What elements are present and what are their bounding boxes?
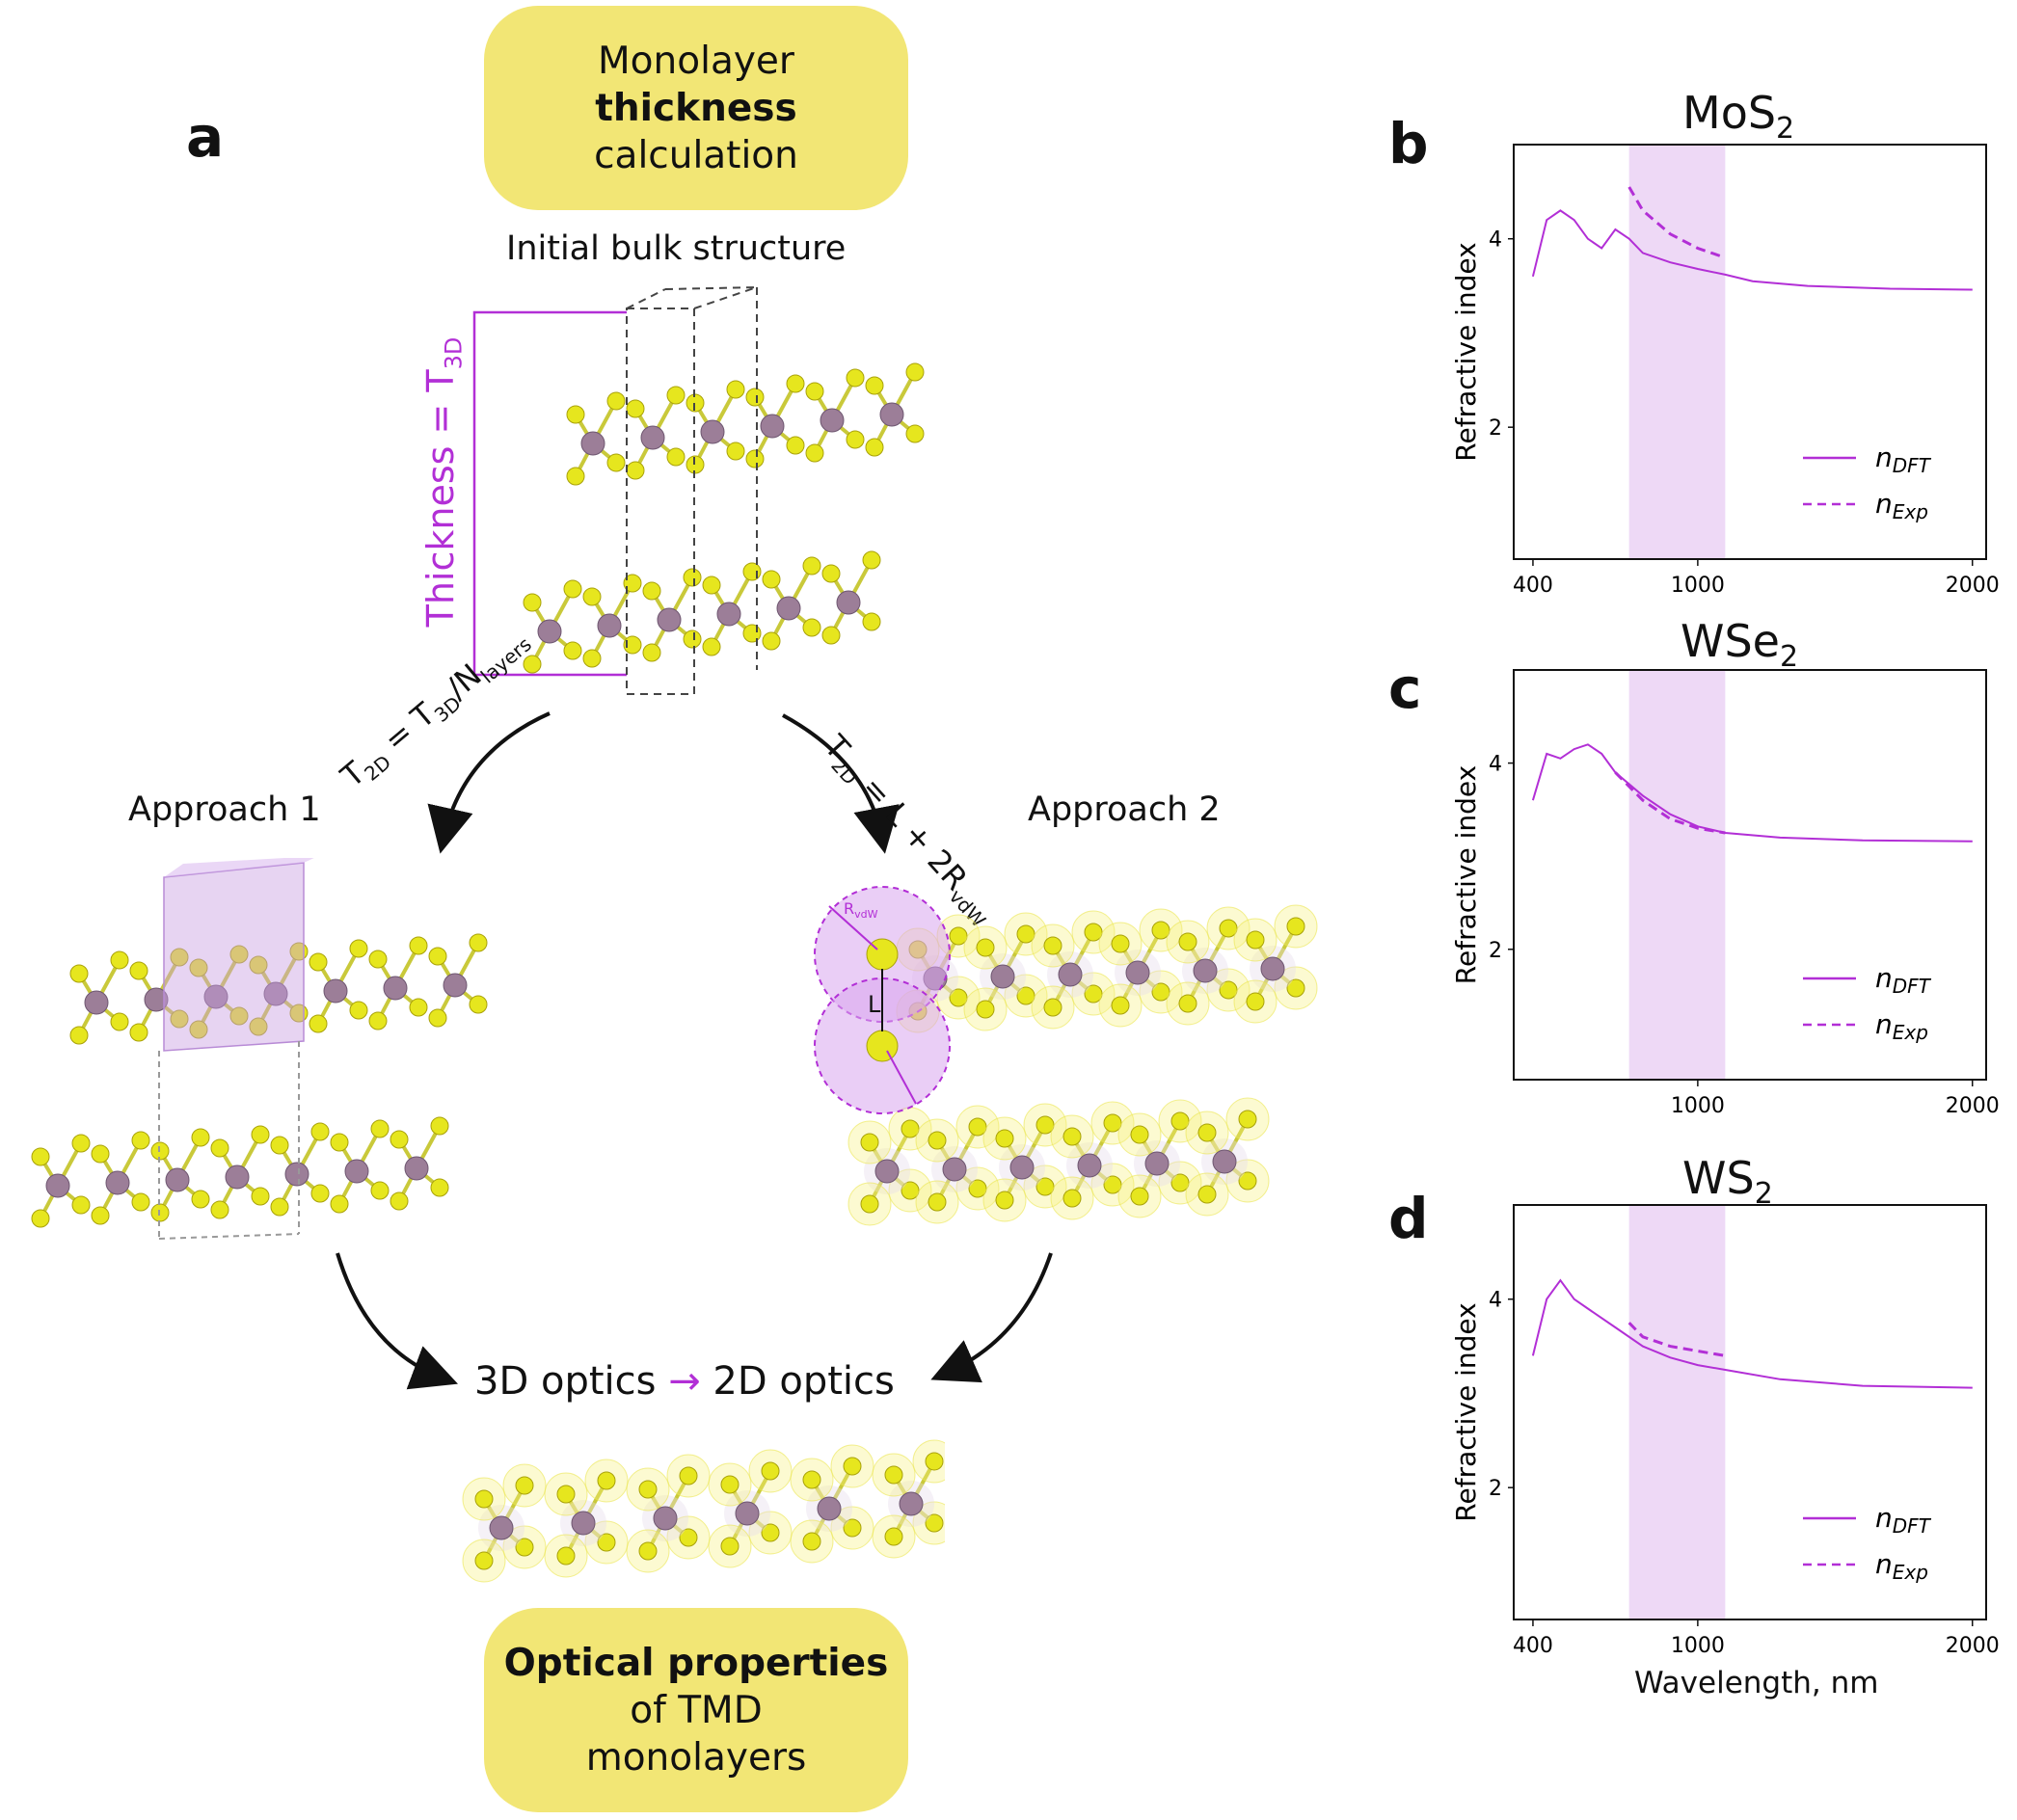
y-axis-label: Refractive index — [1450, 242, 1482, 461]
y-tick-label: 2 — [1489, 416, 1502, 441]
approach2-structure-image: RvdW L — [814, 886, 1318, 1226]
plot-frame — [1513, 669, 1987, 1081]
y-tick-label: 4 — [1489, 1289, 1502, 1313]
optics-2d-label: 2D optics — [713, 1359, 895, 1404]
panel-letter-d: d — [1388, 1186, 1429, 1251]
x-tick-label: 2000 — [1946, 1634, 2000, 1658]
thickness-bracket — [472, 310, 627, 677]
series-exp — [1614, 771, 1726, 835]
x-tick-label: 1000 — [1671, 574, 1725, 598]
l-label: L — [868, 991, 881, 1018]
chart-d-title: WS2 — [1682, 1152, 1773, 1212]
panel-letter-b: b — [1388, 111, 1429, 176]
bottom-pill-line3: monolayers — [585, 1735, 807, 1780]
legend-label-dft: nDFT — [1875, 1502, 1932, 1538]
y-axis-label: Refractive index — [1450, 1302, 1482, 1521]
rvdw-label: RvdW — [844, 899, 878, 921]
x-tick-label: 2000 — [1946, 574, 2000, 598]
x-tick-label: 400 — [1513, 1634, 1553, 1658]
monolayer-cell-highlight — [163, 858, 314, 1052]
approach1-structure-image — [31, 858, 488, 1240]
arrow-to-approach1 — [427, 711, 551, 854]
bulk-structure-image — [523, 286, 925, 695]
plot-frame — [1513, 1204, 1987, 1620]
chart-c: 4 2 1000 2000 Refractive index nDFT nExp — [1450, 669, 2000, 1118]
legend-label-exp: nExp — [1875, 1008, 1928, 1044]
top-pill-line1: Monolayer — [598, 39, 794, 83]
bottom-pill-line2: of TMD — [630, 1688, 763, 1732]
series-dft — [1531, 209, 1973, 291]
y-tick-label: 2 — [1489, 1477, 1502, 1501]
y-tick-label: 4 — [1489, 228, 1502, 253]
optics-3d-label: 3D optics — [474, 1359, 657, 1404]
monolayer-structure-image — [462, 1439, 945, 1583]
y-tick-label: 4 — [1489, 753, 1502, 777]
y-axis-label: Refractive index — [1450, 765, 1482, 984]
series-exp — [1627, 186, 1726, 259]
approach1-label: Approach 1 — [128, 790, 321, 829]
x-tick-label: 400 — [1513, 574, 1553, 598]
chart-c-title: WSe2 — [1681, 615, 1799, 675]
initial-structure-label: Initial bulk structure — [506, 229, 847, 268]
chart-b: 4 2 400 1000 2000 Refractive index nDFT nExp — [1450, 144, 2000, 598]
legend-label-dft: nDFT — [1875, 442, 1932, 477]
x-tick-label: 1000 — [1671, 1634, 1725, 1658]
top-pill: Monolayer thickness calculation — [484, 6, 908, 210]
series-dft — [1531, 743, 1973, 843]
vdw-sphere-annotation — [814, 886, 951, 1114]
visible-range-band — [1628, 670, 1726, 1080]
plot-frame — [1513, 144, 1987, 560]
optics-conversion: 3D optics → 2D optics — [474, 1359, 895, 1404]
visible-range-band — [1628, 145, 1726, 559]
series-exp — [1627, 1322, 1726, 1357]
bottom-pill: Optical properties of TMD monolayers — [484, 1608, 908, 1812]
chart-b-title: MoS2 — [1682, 87, 1795, 147]
legend-label-exp: nExp — [1875, 488, 1928, 523]
approach2-label: Approach 2 — [1028, 790, 1221, 829]
panel-letter-c: c — [1388, 656, 1422, 721]
bottom-pill-line1: Optical properties — [503, 1641, 889, 1685]
chart-d-xlabel: Wavelength, nm — [1634, 1666, 1879, 1700]
panel-letter-a: a — [186, 104, 225, 170]
visible-range-band — [1628, 1205, 1726, 1619]
x-tick-label: 2000 — [1946, 1094, 2000, 1118]
legend-label-exp: nExp — [1875, 1548, 1928, 1584]
legend-label-dft: nDFT — [1875, 962, 1932, 998]
top-pill-line2: thickness — [595, 86, 797, 130]
unit-cell-outline — [626, 286, 758, 695]
optics-arrow: → — [668, 1359, 701, 1404]
arrow-approach2-to-optics — [930, 1252, 1053, 1383]
chart-d: 4 2 400 1000 2000 Refractive index nDFT nExp — [1450, 1204, 2000, 1658]
y-tick-label: 2 — [1489, 939, 1502, 963]
arrow-approach1-to-optics — [336, 1252, 458, 1390]
arrow-to-approach2 — [782, 713, 900, 854]
series-dft — [1531, 1278, 1973, 1389]
x-tick-label: 1000 — [1671, 1094, 1725, 1118]
top-pill-line3: calculation — [594, 133, 798, 177]
